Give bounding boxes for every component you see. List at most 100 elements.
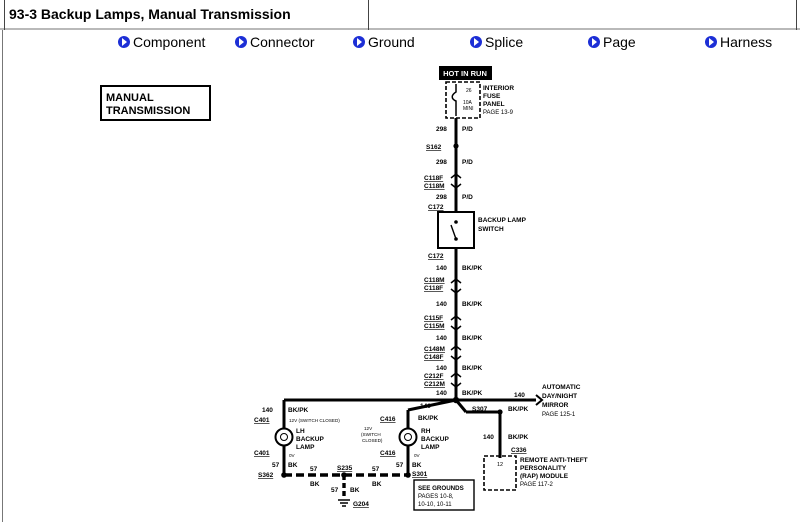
connector-label: C401 <box>254 417 270 424</box>
connector-label: C115M <box>424 323 445 330</box>
circuit-number: 57 <box>272 462 280 469</box>
backup-lamp-switch <box>437 211 475 249</box>
nav-label: Connector <box>250 34 315 50</box>
circuit-number: 140 <box>436 335 447 342</box>
connector-symbol <box>450 278 462 294</box>
grounds-note-text: SEE GROUNDS <box>418 485 464 492</box>
voltage-note: CLOSED) <box>362 438 383 443</box>
wire-color: BK/PK <box>462 365 483 372</box>
wire-color: BK/PK <box>462 301 483 308</box>
nav-splice-link[interactable]: Splice <box>470 34 523 52</box>
lh-lamp-label: LH <box>296 428 305 435</box>
connector-label: C115F <box>424 315 443 322</box>
title-bar: 93-3 Backup Lamps, Manual Transmission <box>0 0 800 30</box>
voltage-note: 12V (SWITCH CLOSED) <box>289 418 340 423</box>
connector-symbol <box>450 372 462 388</box>
circuit-number: 57 <box>396 462 404 469</box>
nav-ground-link[interactable]: Ground <box>353 34 415 52</box>
circuit-number: 298 <box>436 126 447 133</box>
switch-label: SWITCH <box>478 226 504 233</box>
connector-symbol <box>450 345 462 361</box>
connector-label: C118M <box>424 277 445 284</box>
fuse-panel-text: PANEL <box>483 101 505 108</box>
lh-backup-lamp <box>274 427 294 447</box>
wire-color: BK/PK <box>418 415 439 422</box>
arrow-circle-icon <box>235 36 247 48</box>
condition-text: TRANSMISSION <box>106 105 190 117</box>
wire-color: P/D <box>462 126 473 133</box>
nav-component-link[interactable]: Component <box>118 34 205 52</box>
fuse-panel-page: PAGE 13-9 <box>483 110 514 116</box>
arrow-circle-icon <box>588 36 600 48</box>
switch-label: BACKUP LAMP <box>478 217 527 224</box>
pats-label: (RAP) MODULE <box>520 473 569 480</box>
grounds-note-text: 10-10, 10-11 <box>418 502 452 508</box>
connector-label: C212F <box>424 373 444 380</box>
pats-pin: 12 <box>497 462 503 468</box>
connector-label: C336 <box>511 447 527 454</box>
switch-contact <box>454 220 458 224</box>
fuse-panel-text: FUSE <box>483 93 501 100</box>
wire-color: P/D <box>462 159 473 166</box>
connector-symbol <box>450 173 462 189</box>
connector-label: C172 <box>428 204 444 211</box>
arrow-circle-icon <box>118 36 130 48</box>
arrow-circle-icon <box>353 36 365 48</box>
nav-label: Component <box>133 34 206 50</box>
splice-dot <box>497 409 503 415</box>
rh-lamp-label: RH <box>421 428 431 435</box>
lh-lamp-label: LAMP <box>296 444 315 451</box>
wire-color: BK/PK <box>288 407 309 414</box>
nav-page-link[interactable]: Page <box>588 34 636 52</box>
connector-label: C212M <box>424 381 445 388</box>
connector-symbol <box>450 315 462 331</box>
connector-label: C416 <box>380 416 396 423</box>
circuit-number: 140 <box>514 392 525 399</box>
wire-color: BK/PK <box>462 335 483 342</box>
hot-in-run-badge <box>439 66 492 80</box>
pats-label: PERSONALITY <box>520 465 567 472</box>
nav-label: Harness <box>720 34 773 50</box>
connector-label: C118M <box>424 183 445 190</box>
fuse-element <box>451 84 457 116</box>
ground-icon <box>338 499 350 507</box>
splice-dot <box>405 472 411 478</box>
connector-label: C118F <box>424 285 443 292</box>
title-divider <box>796 0 797 30</box>
fuse-type: MINI <box>463 106 474 112</box>
circuit-number: 140 <box>436 265 447 272</box>
nav-label: Splice <box>485 34 524 50</box>
arrow-circle-icon <box>470 36 482 48</box>
grounds-note-text: PAGES 10-8, <box>418 494 454 500</box>
nav-harness-link[interactable]: Harness <box>705 34 772 52</box>
connector-label: C401 <box>254 450 270 457</box>
rh-backup-lamp <box>398 427 418 447</box>
wire-140-rh <box>407 398 457 412</box>
title-divider <box>368 0 369 30</box>
nav-connector-link[interactable]: Connector <box>235 34 315 52</box>
circuit-number: 140 <box>262 407 273 414</box>
connector-label: C172 <box>428 253 444 260</box>
connector-label: C148F <box>424 354 444 361</box>
fuse-rating: 10A <box>463 100 473 106</box>
wire-color: BK <box>350 487 360 494</box>
wire-color: BK/PK <box>508 434 529 441</box>
wire-color: BK <box>372 481 382 488</box>
arrow-right-icon <box>535 394 544 406</box>
wire-color: BK/PK <box>508 406 529 413</box>
pats-module <box>483 455 517 491</box>
mirror-label: MIRROR <box>542 402 569 409</box>
circuit-number: 57 <box>331 487 339 494</box>
hot-in-run-label: HOT IN RUN <box>443 69 487 78</box>
voltage-note: (SWITCH <box>361 432 381 437</box>
circuit-number: 298 <box>436 194 447 201</box>
circuit-number: 140 <box>436 365 447 372</box>
lamp-filament-icon <box>280 433 288 441</box>
connector-label: C416 <box>380 450 396 457</box>
page-title: 93-3 Backup Lamps, Manual Transmission <box>9 6 291 22</box>
circuit-number: 140 <box>420 403 431 410</box>
circuit-number: 298 <box>436 159 447 166</box>
lh-lamp-label: BACKUP <box>296 436 324 443</box>
splice-dot <box>453 143 459 149</box>
